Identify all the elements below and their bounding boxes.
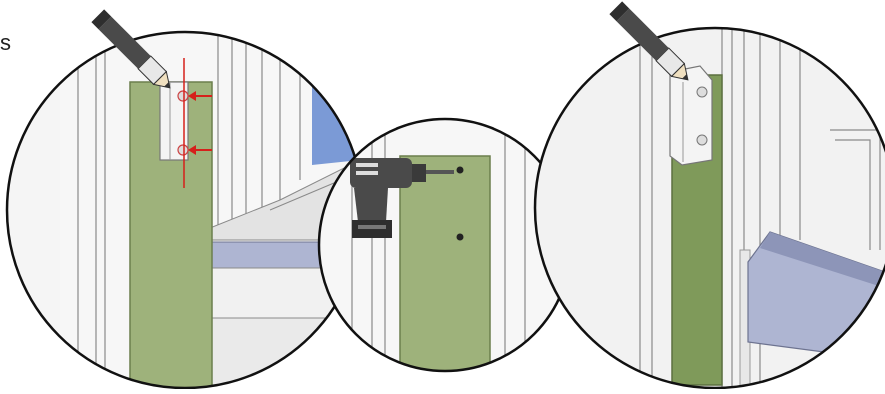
drill-hole-1 bbox=[457, 167, 464, 174]
panel-3-mark-outline bbox=[530, 1, 885, 389]
panel-1-mark-holes bbox=[7, 9, 370, 389]
cropped-text-fragment: s bbox=[0, 30, 11, 56]
drill-hole-2 bbox=[457, 234, 464, 241]
hinge-bracket bbox=[670, 66, 712, 165]
green-door-panel bbox=[400, 156, 490, 386]
panel-2-drill-holes bbox=[319, 110, 571, 386]
